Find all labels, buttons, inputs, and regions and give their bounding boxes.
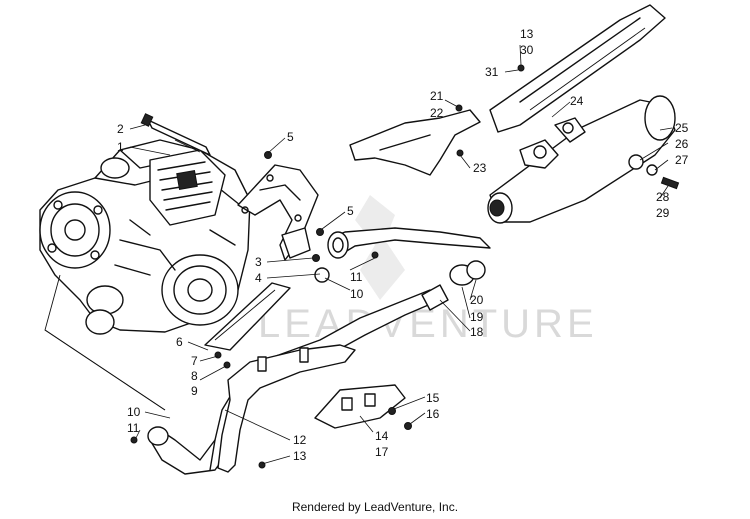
credit-text: Rendered by LeadVenture, Inc. bbox=[291, 500, 459, 514]
callout-28: 28 bbox=[656, 190, 670, 204]
exhaust-bracket bbox=[237, 151, 330, 283]
callout-26: 26 bbox=[675, 137, 689, 151]
heat-shield-upper bbox=[349, 104, 481, 176]
callout-7: 7 bbox=[191, 354, 198, 368]
callout-11: 11 bbox=[127, 421, 140, 435]
callout-24: 24 bbox=[570, 94, 584, 108]
callout-29: 29 bbox=[656, 206, 670, 220]
callout-13: 13 bbox=[293, 449, 307, 463]
engine-assembly bbox=[39, 139, 251, 411]
callout-6: 6 bbox=[176, 335, 183, 349]
watermark: LEADVENTURE bbox=[258, 195, 598, 346]
pipe-heat-shield bbox=[314, 384, 412, 430]
mounting-bolt bbox=[140, 113, 211, 156]
pipe-coupler bbox=[421, 260, 486, 311]
callout-23: 23 bbox=[473, 161, 487, 175]
heat-shield-lower bbox=[204, 282, 291, 369]
watermark-text: LEADVENTURE bbox=[258, 302, 598, 346]
callout-21: 21 bbox=[430, 89, 444, 103]
callout-5: 5 bbox=[287, 130, 294, 144]
callout-9: 9 bbox=[191, 384, 198, 398]
callout-2: 2 bbox=[117, 122, 124, 136]
callout-3: 3 bbox=[255, 255, 262, 269]
muffler bbox=[487, 95, 680, 224]
callout-14: 14 bbox=[375, 429, 389, 443]
callout-19: 19 bbox=[470, 310, 484, 324]
callout-20: 20 bbox=[470, 293, 484, 307]
callout-5: 5 bbox=[347, 204, 354, 218]
callout-11: 11 bbox=[350, 270, 363, 284]
callout-30: 30 bbox=[520, 43, 534, 57]
exhaust-header-pipe-upper bbox=[327, 227, 491, 259]
callout-25: 25 bbox=[675, 121, 689, 135]
callout-31: 31 bbox=[485, 65, 499, 79]
callout-10: 10 bbox=[127, 405, 141, 419]
callout-4: 4 bbox=[255, 271, 262, 285]
callout-13: 13 bbox=[520, 27, 534, 41]
callout-17: 17 bbox=[375, 445, 389, 459]
callout-10: 10 bbox=[350, 287, 364, 301]
callout-16: 16 bbox=[426, 407, 440, 421]
leader-lines bbox=[129, 44, 673, 465]
callout-labels: 2 1 5 5 3 4 11 10 6 7 8 9 10 11 12 13 14… bbox=[117, 27, 689, 463]
callout-27: 27 bbox=[675, 153, 689, 167]
muffler-heat-shield bbox=[489, 4, 666, 133]
callout-22: 22 bbox=[430, 106, 444, 120]
callout-1: 1 bbox=[117, 140, 124, 154]
callout-12: 12 bbox=[293, 433, 307, 447]
callout-8: 8 bbox=[191, 369, 198, 383]
callout-15: 15 bbox=[426, 391, 440, 405]
callout-18: 18 bbox=[470, 325, 484, 339]
